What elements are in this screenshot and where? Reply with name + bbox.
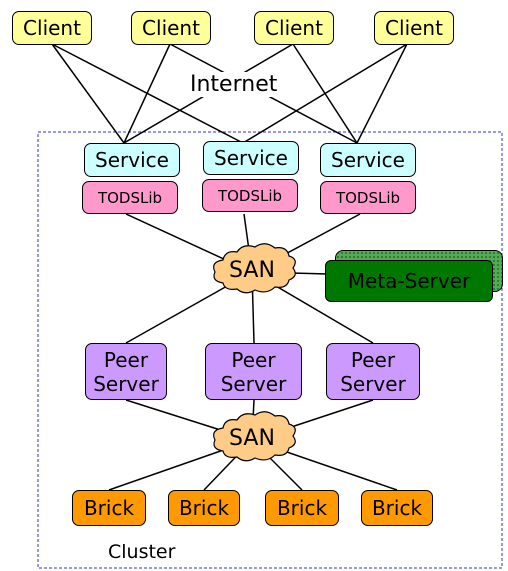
meta-server-label: Meta-Server bbox=[347, 269, 471, 293]
service-node-2: Service bbox=[203, 141, 299, 175]
internet-label: Internet bbox=[188, 72, 280, 97]
brick-label: Brick bbox=[276, 496, 328, 520]
client-label: Client bbox=[265, 16, 323, 40]
service-node-3: Service bbox=[320, 143, 416, 177]
todslib-label: TODSLib bbox=[97, 188, 163, 207]
link-client4-service3 bbox=[356, 43, 408, 144]
client-node-2: Client bbox=[131, 11, 211, 45]
san-top-label: SAN bbox=[229, 258, 275, 283]
cluster-label: Cluster bbox=[108, 541, 176, 563]
peer-server-node-1: Peer Server bbox=[85, 343, 167, 400]
todslib-node-1: TODSLib bbox=[82, 181, 178, 214]
link-client4-service2 bbox=[242, 43, 408, 144]
brick-node-2: Brick bbox=[168, 490, 240, 526]
client-label: Client bbox=[385, 16, 443, 40]
client-label: Client bbox=[23, 16, 81, 40]
brick-label: Brick bbox=[371, 496, 423, 520]
service-node-1: Service bbox=[84, 143, 180, 177]
brick-node-1: Brick bbox=[72, 490, 146, 526]
todslib-node-3: TODSLib bbox=[320, 181, 416, 214]
link-client1-service1 bbox=[51, 43, 125, 144]
cluster-boundary bbox=[37, 131, 503, 569]
client-node-1: Client bbox=[12, 11, 92, 45]
todslib-node-2: TODSLib bbox=[202, 179, 298, 212]
peer-server-label: Peer Server bbox=[93, 347, 159, 396]
peer-server-label: Peer Server bbox=[220, 347, 287, 396]
service-label: Service bbox=[331, 148, 405, 172]
client-node-3: Client bbox=[254, 11, 334, 45]
san-cloud-bottom bbox=[213, 411, 296, 462]
todslib-label: TODSLib bbox=[335, 188, 401, 207]
brick-label: Brick bbox=[178, 496, 230, 520]
peer-server-node-2: Peer Server bbox=[205, 343, 302, 400]
peer-server-node-3: Peer Server bbox=[326, 343, 420, 400]
service-label: Service bbox=[214, 146, 288, 170]
client-node-4: Client bbox=[374, 11, 454, 45]
link-client2-service1 bbox=[123, 43, 171, 144]
brick-node-3: Brick bbox=[265, 490, 339, 526]
san-cloud-top bbox=[213, 243, 296, 294]
internet-links bbox=[51, 43, 408, 144]
peer-server-label: Peer Server bbox=[340, 347, 406, 396]
brick-label: Brick bbox=[83, 496, 135, 520]
brick-node-4: Brick bbox=[361, 490, 433, 526]
service-label: Service bbox=[95, 148, 169, 172]
todslib-label: TODSLib bbox=[217, 186, 283, 205]
meta-server-node: Meta-Server bbox=[325, 260, 493, 302]
san-bottom-label: SAN bbox=[229, 426, 275, 451]
client-label: Client bbox=[142, 16, 200, 40]
